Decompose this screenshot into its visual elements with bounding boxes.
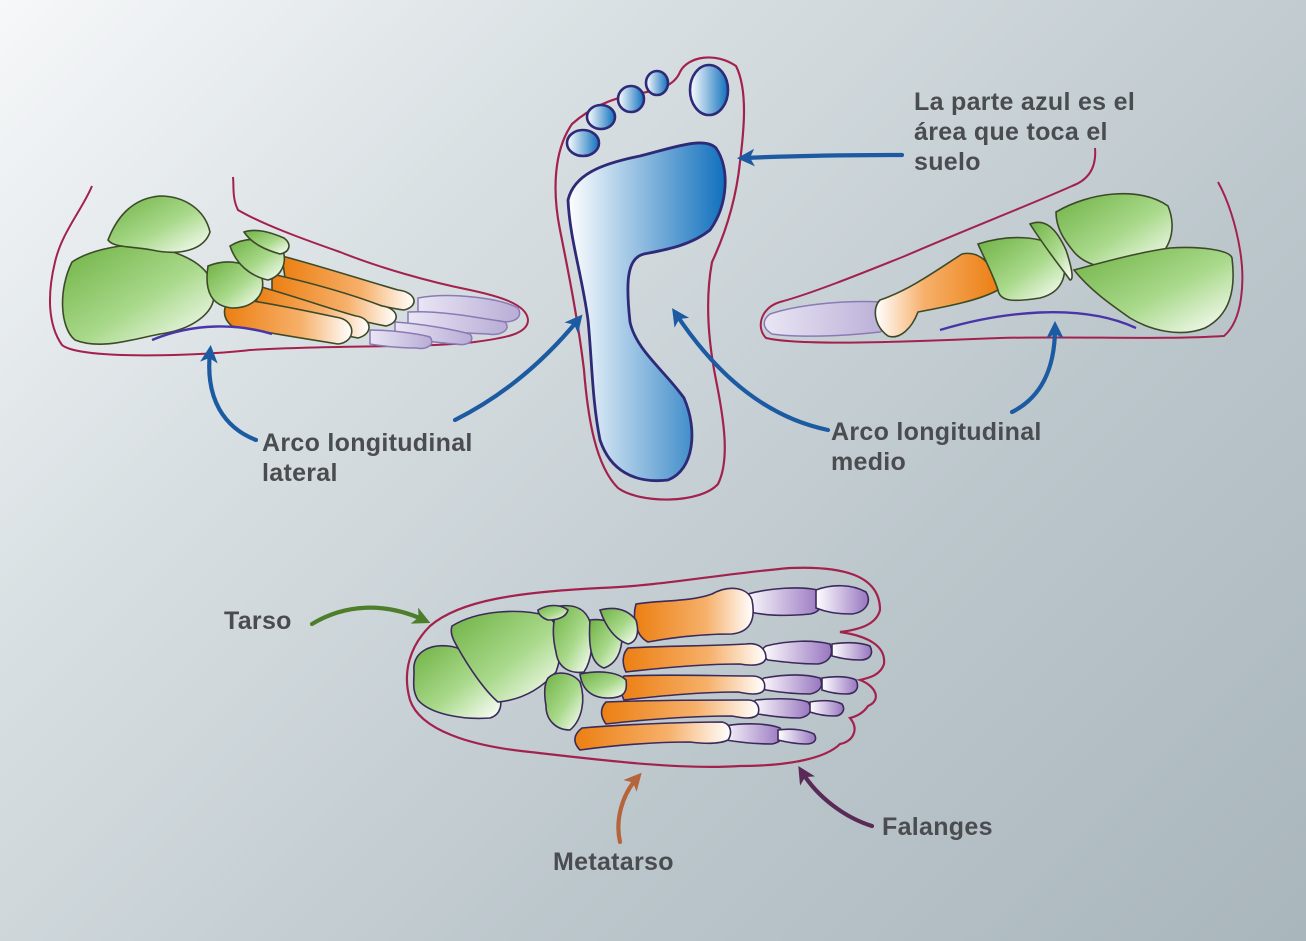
lateral-arch-arrow xyxy=(200,344,259,443)
top-view-skin-outline xyxy=(405,566,886,768)
medial-arch-line xyxy=(939,311,1137,332)
lateral-arch-label: Arco longitudinal lateral xyxy=(262,428,473,488)
medial-arch-label-line-2: medio xyxy=(831,448,907,476)
medial-phalanges xyxy=(763,300,890,337)
contact-area-arrow xyxy=(736,148,905,167)
contact-area-label: La parte azul es el área que toca el sue… xyxy=(914,87,1135,177)
top-view-metatarsals xyxy=(574,587,767,751)
lateral-arch-line xyxy=(151,325,273,342)
fourth-toe-print xyxy=(585,103,617,131)
contact-area-label-line-3: suelo xyxy=(914,148,981,176)
fifth-toe-print xyxy=(565,128,601,158)
medial-foot-view xyxy=(759,147,1244,344)
lateral-tarsals xyxy=(61,195,290,346)
medial-foot-skin-outline xyxy=(759,147,1244,344)
lateral-foot-skin-outline xyxy=(48,176,530,357)
tarsus-label-text: Tarso xyxy=(224,607,292,635)
medial-arch-to-footprint-arrow xyxy=(672,308,831,433)
metatarsus-label: Metatarso xyxy=(553,847,674,877)
top-view-tarsals xyxy=(412,604,639,731)
lateral-arch-label-line-1: Arco longitudinal xyxy=(262,429,473,457)
metatarsus-label-text: Metatarso xyxy=(553,848,674,876)
medial-arch-label-line-1: Arco longitudinal xyxy=(831,418,1042,446)
phalanges-arrow xyxy=(798,765,875,829)
lateral-metatarsals xyxy=(223,254,415,345)
footprint-toe-prints xyxy=(565,63,730,158)
footprint-contact-area xyxy=(566,141,727,483)
lateral-foot-view xyxy=(48,176,530,357)
phalanges-label-text: Falanges xyxy=(882,813,993,841)
lateral-phalanges xyxy=(369,294,521,350)
metatarsus-arrow xyxy=(616,772,642,845)
top-view-skeleton xyxy=(405,566,886,768)
medial-metatarsal xyxy=(874,252,999,338)
tarsus-arrow xyxy=(309,605,431,627)
tarsus-label: Tarso xyxy=(224,606,292,636)
big-toe-print xyxy=(688,63,730,117)
third-toe-print xyxy=(616,84,646,114)
medial-tarsals xyxy=(976,192,1234,334)
medial-arch-arrow xyxy=(1009,320,1064,415)
footprint xyxy=(554,56,746,501)
lateral-arch-label-line-2: lateral xyxy=(262,459,338,487)
second-toe-print xyxy=(644,69,670,97)
annotation-arrows xyxy=(200,148,1064,845)
top-view-phalanges xyxy=(718,584,873,745)
contact-area-label-line-2: área que toca el xyxy=(914,118,1108,146)
medial-arch-label: Arco longitudinal medio xyxy=(831,417,1042,477)
phalanges-label: Falanges xyxy=(882,812,993,842)
contact-area-label-line-1: La parte azul es el xyxy=(914,88,1136,116)
lateral-arch-to-footprint-arrow xyxy=(452,314,583,423)
